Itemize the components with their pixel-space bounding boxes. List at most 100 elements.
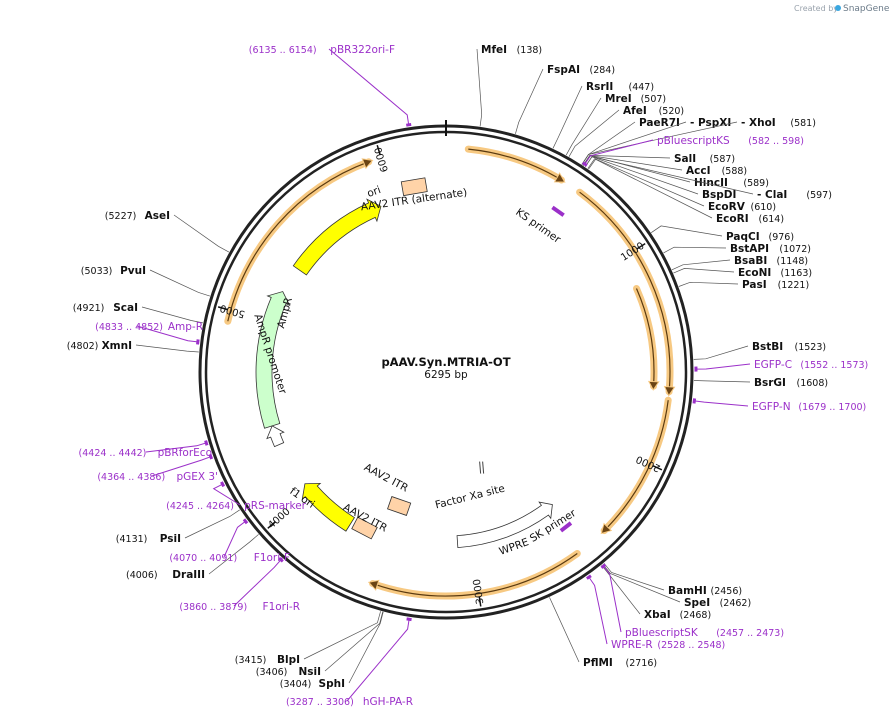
orf-arc-1 (579, 191, 671, 392)
enzyme-nsii-27-leader (324, 611, 384, 672)
primer-pbluescriptks-1-name: pBluescriptKS (657, 135, 730, 147)
feature-ampr-1 (255, 291, 291, 429)
primer-pbluescriptsk-4-leader (603, 565, 622, 633)
enzyme-pvui-33: PvuI(5033) (81, 265, 146, 277)
enzyme-xhoi-7-pos: (581) (790, 118, 816, 129)
primer-pbluescriptks-1: pBluescriptKS (582 .. 598) (657, 135, 804, 147)
enzyme-afei-4-pos: (520) (659, 106, 685, 117)
enzyme-xbai-24: XbaI(2468) (644, 609, 711, 621)
enzyme-spei-23-name: SpeI (684, 597, 710, 609)
enzyme-scai-32-pos: (4921) (73, 303, 105, 314)
primer-pbluescriptsk-4: pBluescriptSK (2457 .. 2473) (625, 627, 784, 639)
snapgene-credit: Created by SnapGene (794, 4, 890, 14)
enzyme-xbai-24-name: XbaI (644, 609, 671, 621)
enzyme-xhoi-7: - XhoI(581) (741, 117, 816, 129)
enzyme-mfei-0-leader (476, 48, 483, 127)
feature-label-factor-xa-site-8: Factor Xa site (434, 483, 506, 512)
enzyme-mrei-3-pos: (507) (641, 94, 667, 105)
enzyme-ecori-14-pos: (614) (759, 214, 785, 225)
feature-ampr-promoter-2 (266, 425, 285, 448)
enzyme-draiii-29-pos: (4006) (126, 570, 158, 581)
enzyme-econi-18-leader (673, 268, 735, 274)
feature-f1-ori-3 (301, 482, 355, 532)
feature-aav2-itr-6 (387, 496, 412, 516)
primer-hgh-pa-r-6-pos: (3287 .. 3306) (286, 697, 354, 708)
primer-pgex-3-10: pGEX 3'(4364 .. 4386) (97, 471, 218, 483)
enzyme-pasi-19-leader (678, 281, 739, 287)
enzyme-draiii-29-leader (208, 534, 259, 575)
enzyme-ecorv-13-pos: (610) (751, 202, 777, 213)
primer-pbluescriptsk-4-pos: (2457 .. 2473) (716, 628, 784, 639)
enzyme-fspai-1-leader (515, 68, 544, 134)
enzyme-blpi-28-name: BlpI (277, 654, 300, 666)
enzyme-pspxi-6-name: - PspXI (690, 117, 731, 129)
enzyme-nsii-27: NsiI(3406) (256, 666, 321, 678)
credit-brand: SnapGene (843, 4, 890, 14)
snapgene-logo-icon (835, 5, 841, 11)
enzyme-pflmi-25: PflMI(2716) (583, 657, 657, 669)
feature-layer (255, 177, 573, 549)
primer-pgex-3-10-name: pGEX 3' (176, 471, 218, 483)
enzyme-spei-23-leader (602, 563, 681, 603)
enzyme-pspxi-6: - PspXI (690, 117, 731, 129)
enzyme-sphi-26: SphI(3404) (280, 678, 345, 690)
primer-hgh-pa-r-6-leader (346, 619, 410, 702)
enzyme-pvui-33-name: PvuI (120, 265, 146, 277)
enzyme-rsrii-2-name: RsrII (586, 81, 613, 93)
enzyme-clai-12: - ClaI (597) (757, 189, 832, 201)
primer-f1ori-r-7: F1ori-R(3860 .. 3879) (179, 601, 300, 613)
primer-wpre-r-5-pos: (2528 .. 2548) (657, 640, 725, 651)
primer-pbr322ori-f-0-name: pBR322ori-F (330, 44, 395, 56)
enzyme-clai-12-name: - ClaI (757, 189, 787, 201)
tick-mark-2000 (652, 465, 663, 471)
enzyme-mfei-0: MfeI(138) (481, 44, 542, 56)
enzyme-xbai-24-leader (601, 564, 641, 615)
enzyme-sphi-26-pos: (3404) (280, 679, 312, 690)
primer-prs-marker-9: pRS-marker(4245 .. 4264) (166, 500, 307, 512)
enzyme-bsrgi-21: BsrGI(1608) (754, 377, 828, 389)
primer-amp-r-12-mark (196, 339, 200, 345)
enzyme-draiii-29-name: DraIII (172, 569, 205, 581)
enzyme-paer7i-5-name: PaeR7I (639, 117, 680, 129)
primer-pbr322ori-f-0-pos: (6135 .. 6154) (249, 45, 317, 56)
enzyme-bstapi-16: BstAPI(1072) (730, 243, 811, 255)
orf-arc-4 (372, 553, 578, 597)
primer-amp-r-12-pos: (4833 .. 4852) (95, 322, 163, 333)
orf-arc-3 (603, 400, 669, 532)
primer-hgh-pa-r-6: hGH-PA-R(3287 .. 3306) (286, 696, 413, 708)
enzyme-pvui-33-leader (149, 269, 211, 297)
enzyme-acci-9-name: AccI (686, 165, 710, 177)
enzyme-clai-12-pos: (597) (806, 190, 832, 201)
enzyme-psii-30-leader (184, 509, 240, 539)
enzyme-bamhi-22: BamHI(2456) (668, 585, 742, 597)
enzyme-scai-32-leader (141, 306, 203, 324)
enzyme-rsrii-2-pos: (447) (629, 82, 655, 93)
primer-f1ori-f-8-name: F1ori-F (254, 552, 290, 564)
enzyme-xmni-31: XmnI(4802) (67, 340, 132, 352)
enzyme-afei-4-leader (568, 109, 620, 157)
enzyme-pasi-19: PasI(1221) (742, 279, 809, 291)
primer-egfp-c-2-name: EGFP-C (754, 359, 792, 371)
enzyme-nsii-27-name: NsiI (298, 666, 321, 678)
enzyme-ecori-14: EcoRI(614) (716, 213, 784, 225)
primer-f1ori-f-8: F1ori-F(4070 .. 4091) (169, 552, 290, 564)
primer-egfp-n-3-name: EGFP-N (752, 401, 791, 413)
tick-mark-3000 (478, 596, 482, 607)
primer-pbluescriptsk-4-name: pBluescriptSK (625, 627, 699, 639)
primer-egfp-n-3-pos: (1679 .. 1700) (798, 402, 866, 413)
tick-mark-5000 (217, 306, 228, 311)
primer-prs-marker-9-name: pRS-marker (244, 500, 307, 512)
enzyme-bstbi-20-pos: (1523) (795, 342, 827, 353)
enzyme-spei-23: SpeI(2462) (684, 597, 751, 609)
primer-f1ori-r-7-pos: (3860 .. 3879) (179, 602, 247, 613)
primer-pbluescriptks-1-pos: (582 .. 598) (748, 136, 804, 147)
enzyme-pflmi-25-name: PflMI (583, 657, 613, 669)
primer-pbr322ori-f-0-mark (406, 122, 412, 127)
primer-pbrforeco-11-leader (145, 442, 207, 453)
feature-label-aav2-itr-5: AAV2 ITR (362, 461, 410, 494)
enzyme-bamhi-22-pos: (2456) (711, 586, 743, 597)
primer-amp-r-12: Amp-R(4833 .. 4852) (95, 321, 203, 333)
enzyme-pasi-19-pos: (1221) (778, 280, 810, 291)
primer-prs-marker-9-mark (220, 481, 226, 488)
